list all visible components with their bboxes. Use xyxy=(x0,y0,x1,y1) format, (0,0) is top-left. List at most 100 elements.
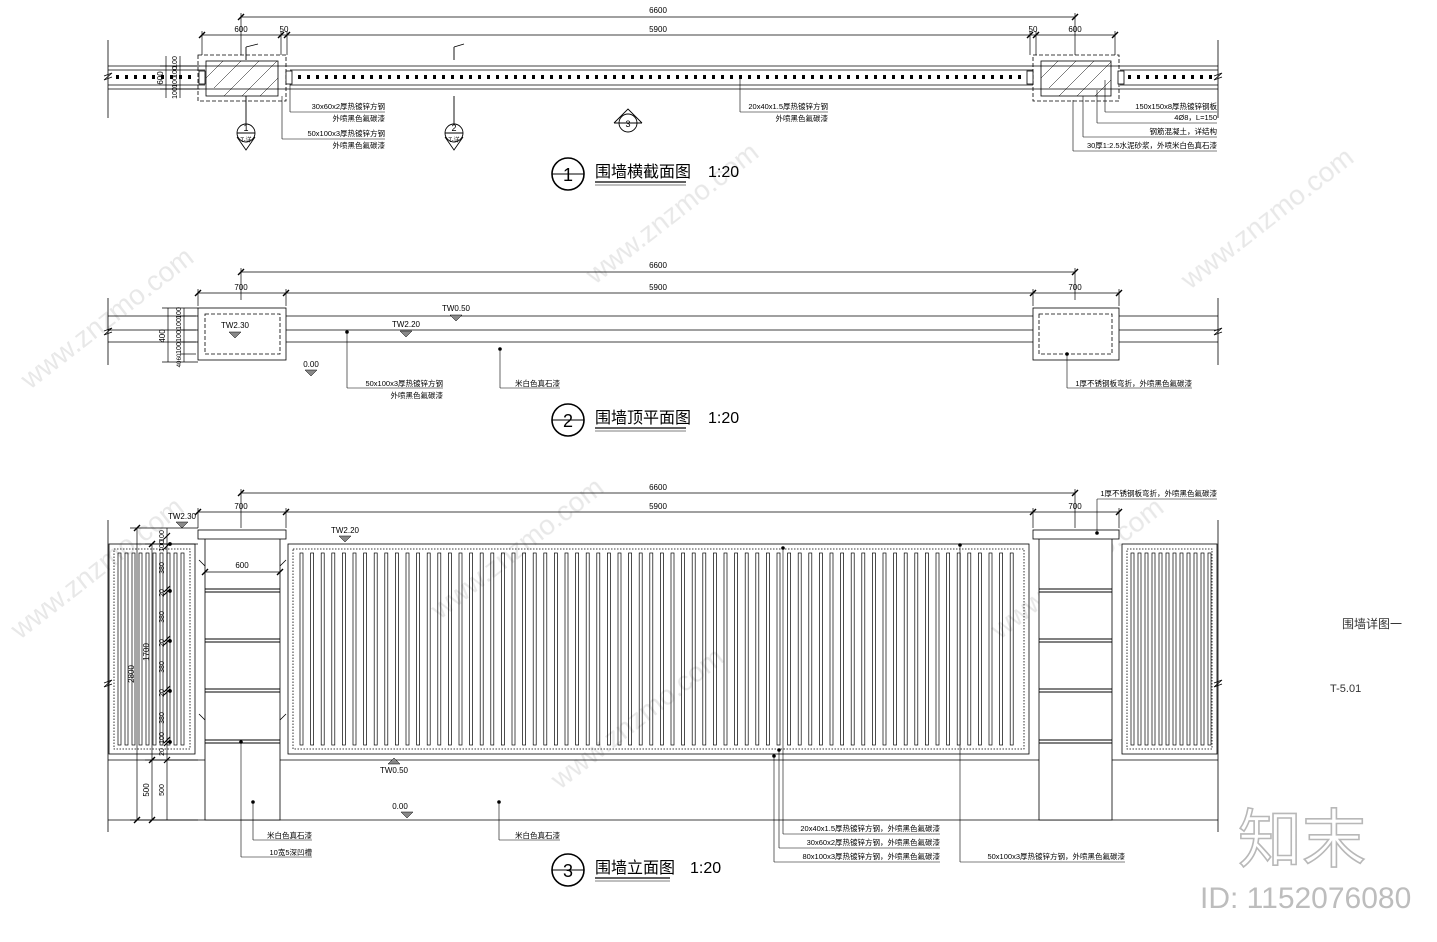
d1-note-3b: 外喷黑色氟碳漆 xyxy=(776,113,829,123)
picket-section xyxy=(883,75,886,79)
picket-bar xyxy=(691,552,696,746)
picket-bar xyxy=(967,552,972,746)
picket-section xyxy=(820,75,823,79)
d1-dim-gap-left: 50 xyxy=(280,25,289,34)
drawing-2-plan xyxy=(103,298,1223,365)
brand-logo: 知末 xyxy=(1238,804,1366,878)
picket-bar xyxy=(999,552,1003,746)
picket-bar xyxy=(448,552,452,746)
d3-title-number: 3 xyxy=(563,861,573,881)
d3-note-base: 米白色真石漆 xyxy=(515,830,560,840)
picket-bar xyxy=(159,552,164,746)
picket-bar xyxy=(628,552,632,746)
d2-dim-side-d: 100 xyxy=(176,342,183,354)
picket-section xyxy=(595,75,598,79)
picket-section xyxy=(919,75,922,79)
picket-bar xyxy=(522,552,526,746)
d1-note-4c: 钢筋混凝土，详结构 xyxy=(1150,126,1218,136)
picket-bar xyxy=(903,552,908,746)
picket-section xyxy=(766,75,769,79)
d3-dim-lower: 500 xyxy=(142,783,151,797)
d3-inner-dim-6: 20 xyxy=(159,639,166,647)
sheet-title: 围墙详图一 xyxy=(1342,616,1402,631)
picket-section xyxy=(316,75,319,79)
picket-bar xyxy=(124,552,129,746)
d3-title: 围墙立面图 xyxy=(595,858,675,877)
picket-section xyxy=(1155,75,1158,79)
picket-section xyxy=(134,75,137,79)
picket-section xyxy=(649,75,652,79)
picket-bar xyxy=(797,552,802,746)
drawing-1-dimensions xyxy=(160,13,1119,98)
picket-section xyxy=(667,75,670,79)
picket-section xyxy=(703,75,706,79)
picket-section xyxy=(406,75,409,79)
picket-bar xyxy=(872,552,876,746)
picket-bar xyxy=(1179,552,1184,746)
d3-inner-dim-12: 500 xyxy=(159,784,166,796)
picket-section xyxy=(586,75,589,79)
picket-bar xyxy=(1186,552,1191,746)
picket-bar xyxy=(458,552,463,746)
d2-dim-left-pier: 700 xyxy=(234,283,248,292)
picket-bar xyxy=(117,552,122,746)
d2-scale: 1:20 xyxy=(708,410,739,427)
picket-section xyxy=(757,75,760,79)
picket-bar xyxy=(1158,552,1163,746)
d1-note-4d: 30厚1:2.5水泥砂浆，外喷米白色真石漆 xyxy=(1087,140,1218,150)
d2-title: 围墙顶平面图 xyxy=(595,408,691,427)
picket-section xyxy=(928,75,931,79)
picket-section xyxy=(946,75,949,79)
picket-section xyxy=(505,75,508,79)
picket-bar xyxy=(638,552,643,746)
d1-dim-side-b: 100 xyxy=(172,66,179,78)
picket-bar xyxy=(490,552,495,746)
picket-bar xyxy=(1151,552,1156,746)
picket-bar xyxy=(819,552,823,746)
picket-section xyxy=(1191,75,1194,79)
picket-bar xyxy=(564,552,569,746)
picket-bar xyxy=(776,552,781,746)
picket-section xyxy=(1146,75,1149,79)
d2-level-ground: 0.00 xyxy=(303,360,319,369)
picket-bar xyxy=(596,552,601,746)
picket-section xyxy=(343,75,346,79)
d3-level-base: TW0.50 xyxy=(380,766,409,775)
d2-dim-panel: 5900 xyxy=(649,283,667,292)
picket-bar xyxy=(925,552,929,746)
d2-dim-side-a: 100 xyxy=(176,307,183,319)
drawing-2-title: 2 围墙顶平面图 1:20 xyxy=(551,403,739,437)
d1-dim-overall: 6600 xyxy=(649,6,667,15)
sheet-number: T-5.01 xyxy=(1330,683,1361,695)
watermark-site-7: www.znzmo.com xyxy=(544,641,729,795)
picket-section xyxy=(901,75,904,79)
picket-section xyxy=(469,75,472,79)
picket-bar xyxy=(299,552,304,746)
d2-dim-side-f: 40 xyxy=(177,360,183,367)
d1-scale: 1:20 xyxy=(708,164,739,181)
picket-bar xyxy=(320,552,325,746)
d2-dim-overall: 6600 xyxy=(649,261,667,270)
drawing-1-leaders xyxy=(281,78,1217,152)
drawing-3-elevation xyxy=(103,520,1223,832)
picket-bar xyxy=(437,552,442,746)
picket-section xyxy=(811,75,814,79)
d3-inner-dim-7: 380 xyxy=(159,661,166,673)
d3-scale: 1:20 xyxy=(690,860,721,877)
d2-note-1b: 外喷黑色氟碳漆 xyxy=(391,390,444,400)
picket-section xyxy=(397,75,400,79)
picket-bar xyxy=(935,552,940,746)
picket-bar xyxy=(131,552,136,746)
d3-inner-dim-1: 100 xyxy=(159,530,166,542)
picket-section xyxy=(1200,75,1203,79)
d1-note-4a: 150x150x8厚热镀锌钢板 xyxy=(1135,101,1217,111)
picket-section xyxy=(694,75,697,79)
picket-section xyxy=(784,75,787,79)
picket-section xyxy=(532,75,535,79)
d1-dim-side-total: 600 xyxy=(156,71,165,85)
picket-section xyxy=(541,75,544,79)
d2-note-1a: 50x100x3厚热镀锌方钢 xyxy=(365,378,443,388)
d3-dim-panel: 5900 xyxy=(649,502,667,511)
